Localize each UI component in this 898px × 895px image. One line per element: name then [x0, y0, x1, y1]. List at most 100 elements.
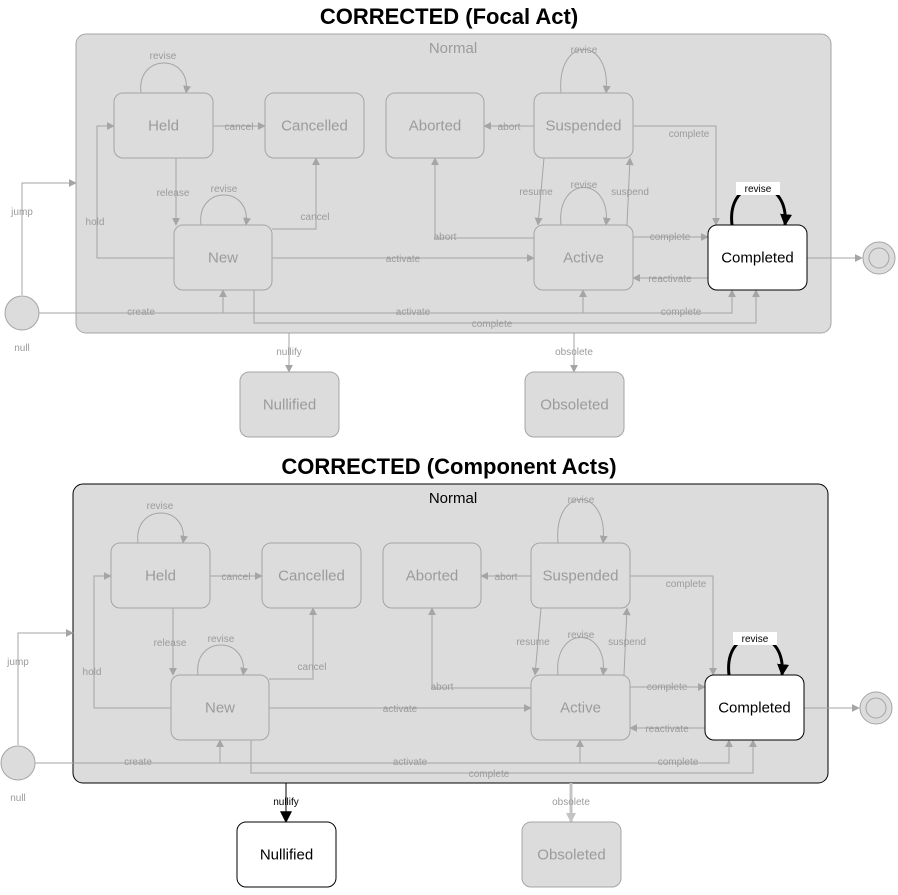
state-nullified — [239, 371, 340, 438]
state-cancelled — [264, 92, 365, 159]
transition-label: suspend — [611, 187, 649, 198]
transition-complete-suspended — [633, 125, 720, 226]
transition-label: revise — [150, 51, 177, 62]
transition-abort-active — [431, 157, 539, 239]
transition-revise-active — [557, 637, 608, 676]
diagram-focal-act: CORRECTED (Focal Act) Normal revise revise… — [0, 0, 898, 445]
transition-label: revise — [211, 184, 238, 195]
state-label-nullified: Nullified — [260, 847, 313, 864]
transition-label: abort — [498, 122, 521, 133]
transition-cancel-new — [269, 607, 317, 680]
state-label-suspended: Suspended — [543, 568, 619, 585]
transition-label: activate — [386, 254, 421, 265]
transition-label: complete — [647, 682, 688, 693]
null-label: null — [14, 343, 30, 354]
state-obsoleted — [521, 821, 622, 888]
state-suspended — [533, 92, 634, 159]
transition-label: abort — [431, 682, 454, 693]
transition-complete-new — [253, 289, 760, 324]
transition-revise-new — [197, 644, 249, 676]
transition-label: nullify — [273, 797, 299, 808]
state-label-active: Active — [560, 700, 601, 717]
transition-label: complete — [661, 307, 702, 318]
transition-label: reactivate — [648, 274, 692, 285]
transition-label: suspend — [608, 637, 646, 648]
transition-label: obsolete — [555, 347, 593, 358]
state-suspended — [530, 542, 631, 609]
state-label-nullified: Nullified — [263, 397, 316, 414]
transition-label: release — [154, 638, 187, 649]
state-held — [113, 92, 214, 159]
state-label-new: New — [208, 250, 238, 267]
final-state-inner — [865, 697, 887, 719]
transition-label: activate — [393, 757, 428, 768]
transition-suspend — [625, 157, 634, 226]
state-label-new: New — [205, 700, 235, 717]
state-completed — [704, 674, 805, 741]
state-new — [170, 674, 270, 741]
transition-label-bg — [736, 182, 780, 195]
transition-label: create — [127, 307, 155, 318]
state-held — [110, 542, 211, 609]
state-label-completed: Completed — [718, 700, 791, 717]
transition-revise-held — [140, 62, 192, 94]
state-completed — [707, 224, 808, 291]
transition-label-bg — [733, 632, 777, 645]
state-label-cancelled: Cancelled — [278, 568, 345, 585]
state-aborted — [382, 542, 482, 609]
transition-label: complete — [669, 129, 710, 140]
transition-label: hold — [86, 217, 105, 228]
final-state-inner — [868, 247, 890, 269]
transition-label: release — [157, 188, 190, 199]
state-label-completed: Completed — [721, 250, 794, 267]
state-active — [530, 674, 631, 741]
transition-jump — [17, 629, 74, 745]
transition-label: cancel — [225, 122, 254, 133]
state-active — [533, 224, 634, 291]
transition-hold — [96, 122, 174, 259]
transition-revise-suspended — [557, 499, 608, 544]
diagram-title: CORRECTED (Focal Act) — [319, 4, 579, 29]
transition-label: activate — [396, 307, 431, 318]
state-label-held: Held — [145, 568, 176, 585]
transition-label: revise — [568, 495, 595, 506]
transition-label: resume — [516, 637, 550, 648]
transition-label: complete — [472, 319, 513, 330]
diagram-title: CORRECTED (Component Acts) — [281, 454, 617, 479]
state-label-suspended: Suspended — [546, 118, 622, 135]
transition-label: reactivate — [645, 724, 689, 735]
state-label-obsoleted: Obsoleted — [540, 397, 608, 414]
superstate-label: Normal — [429, 40, 477, 57]
transition-complete-new — [250, 739, 757, 774]
transition-label: resume — [519, 187, 553, 198]
transition-revise-held — [137, 512, 189, 544]
state-label-aborted: Aborted — [409, 118, 462, 135]
transition-revise-active — [560, 187, 611, 226]
transition-revise-suspended — [560, 49, 611, 94]
state-obsoleted — [524, 371, 625, 438]
transition-abort-active — [428, 607, 536, 689]
null-pseudostate — [4, 295, 40, 331]
transition-hold — [93, 572, 171, 709]
transition-label: jump — [6, 657, 29, 668]
state-new — [173, 224, 273, 291]
transition-label: complete — [658, 757, 699, 768]
transition-label: revise — [147, 501, 174, 512]
transition-label: complete — [469, 769, 510, 780]
transition-label: cancel — [298, 662, 327, 673]
transition-label: revise — [571, 45, 598, 56]
null-pseudostate — [0, 745, 36, 781]
transition-resume — [534, 157, 545, 226]
transition-label: revise — [568, 630, 595, 641]
transition-label: complete — [650, 232, 691, 243]
transition-label: abort — [495, 572, 518, 583]
transition-complete-null — [583, 289, 736, 314]
transition-label: cancel — [301, 212, 330, 223]
state-label-obsoleted: Obsoleted — [537, 847, 605, 864]
transition-label: obsolete — [552, 797, 590, 808]
transition-suspend — [622, 607, 631, 676]
transition-resume — [531, 607, 542, 676]
state-label-aborted: Aborted — [406, 568, 459, 585]
